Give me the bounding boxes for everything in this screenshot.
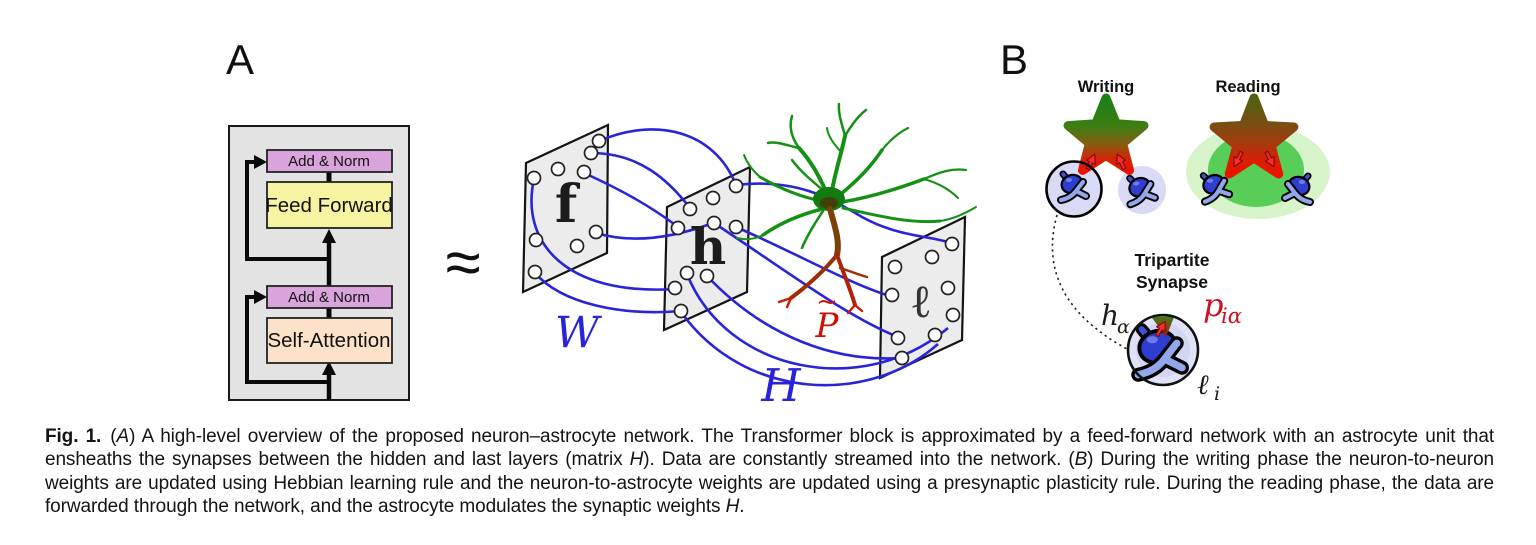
reading-astrocyte-star [1209,93,1299,179]
caption-fig-label: Fig. 1. [45,426,102,447]
connection-lines-W [530,128,738,314]
layer-f-label: f [555,174,581,235]
magnifier-ring [1045,160,1103,218]
add-norm-top-label: Add & Norm [288,153,370,170]
caption-text: ( [110,426,117,447]
layer-h-label: h [690,217,726,276]
add-norm-bottom-box [266,285,393,309]
label-h-sub: α [1117,316,1130,338]
self-attention-box [266,317,393,364]
weight-W-label: W [555,308,603,358]
panel-b-label: B [1000,36,1028,83]
feed-forward-label: Feed Forward [265,194,393,217]
nodes-f [526,133,607,280]
add-norm-top-box [266,149,393,173]
magnifier-dotted-line [1051,214,1128,350]
self-attention-label: Self-Attention [267,329,390,352]
caption-panel-a-ref: A [116,426,130,447]
tripartite-circle [1126,313,1200,387]
network-diagram: f h ℓ W H ~ P [521,102,977,412]
caption-panel-b-ref: B [1074,449,1088,471]
transformer-blocks: Add & Norm Feed Forward Add & Norm Self-… [265,149,393,364]
reading-label: Reading [1215,78,1280,96]
label-l-main: ℓ [1197,368,1209,401]
weight-H-label: H [760,359,801,412]
tripartite-title-line1: Tripartite [1135,250,1210,270]
astro-P-label: P [815,306,840,346]
caption-matrix-h: H [629,449,644,471]
tripartite-synapse: Tripartite Synapse h α p iα ℓ i [1101,250,1242,405]
astro-P-tilde: ~ [816,287,838,317]
caption-text: ) During the writing phase the neuron-to… [45,449,1495,518]
layer-nodes [526,133,961,366]
writing-astrocyte-star [1063,93,1149,175]
label-h-main: h [1101,299,1119,332]
astrocyte-processes [777,206,869,315]
figure-drawing: A Add & Norm Feed Forward Add & Norm Sel… [226,36,1330,412]
caption-weights-h: H [725,496,740,518]
nodes-h [667,178,744,319]
figure-caption: Fig. 1. (A) A high-level overview of the … [45,425,1494,519]
panel-b: B Writing Reading Triparti [1000,36,1330,405]
layer-l-label: ℓ [912,274,929,328]
label-l-sub: i [1214,383,1220,405]
approx-symbol: ≈ [445,226,480,298]
caption-text: ) A high-level overview of the proposed … [45,426,1494,471]
astrocyte [736,102,977,315]
label-p-sub: iα [1221,304,1242,328]
caption-text: . [739,496,745,518]
caption-text: ). Data are constantly streamed into the… [643,449,1075,471]
feed-forward-box [266,181,393,229]
connection-lines-H [679,182,952,387]
reading-diagram [1186,93,1330,219]
transformer-flow-arrows [245,155,336,400]
tripartite-title-line2: Synapse [1136,272,1208,292]
panel-a: A Add & Norm Feed Forward Add & Norm Sel… [226,36,481,401]
panel-a-label: A [226,36,254,83]
label-p-main: p [1203,286,1223,324]
add-norm-bottom-label: Add & Norm [288,289,370,306]
nodes-l [884,236,961,366]
writing-label: Writing [1078,78,1135,96]
writing-diagram [1045,93,1166,218]
